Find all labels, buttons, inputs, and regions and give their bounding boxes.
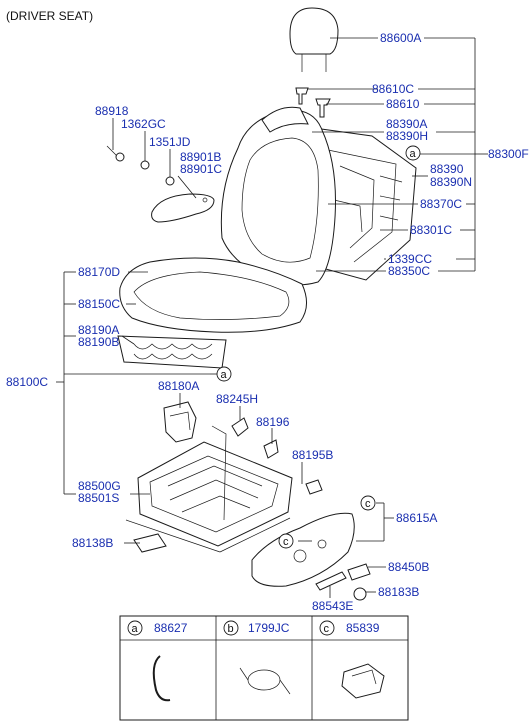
seat-mat-illustration (117, 335, 227, 369)
ref-circle-c-upper: c (360, 495, 376, 511)
retainer-clip-icon (341, 663, 385, 699)
callout-88610C: 88610C (372, 82, 414, 96)
callout-88543E: 88543E (312, 599, 353, 613)
callout-88190A: 88190A (78, 323, 119, 337)
armrest-illustration (151, 193, 215, 223)
part-callouts: 88600A 88610C 88610 88390A 88390H 88300F… (6, 31, 529, 613)
callout-88150C: 88150C (78, 297, 120, 311)
callout-88610: 88610 (386, 97, 420, 111)
legend-cell-a: a 88627 (127, 620, 188, 702)
clip-a-icon (152, 655, 171, 702)
cable-tie-icon (239, 667, 291, 695)
legend-table: a 88627 b 1799JC c 85839 (119, 615, 409, 721)
callout-88390A: 88390A (386, 117, 427, 131)
callout-88500G: 88500G (78, 479, 121, 493)
callout-88350C: 88350C (388, 264, 430, 278)
svg-text:a: a (221, 369, 228, 381)
headrest-guide-illustration (295, 87, 331, 118)
callout-1351JD: 1351JD (149, 135, 191, 149)
callout-88390N: 88390N (430, 175, 472, 189)
callout-88100C: 88100C (6, 375, 48, 389)
callout-88901C: 88901C (180, 162, 222, 176)
legend-part-a: 88627 (154, 621, 188, 635)
callout-88390H: 88390H (386, 129, 428, 143)
callout-88138B: 88138B (72, 536, 113, 550)
side-cover-illustration (251, 512, 355, 587)
callout-88301C: 88301C (410, 223, 452, 237)
leader-lines (56, 37, 488, 598)
callout-88390: 88390 (430, 162, 464, 176)
callout-1362GC: 1362GC (121, 117, 166, 131)
callout-88195B: 88195B (292, 448, 333, 462)
callout-88245H: 88245H (216, 392, 258, 406)
callout-88370C: 88370C (420, 197, 462, 211)
rail-bracket-illustration (133, 533, 167, 553)
ref-circle-c-lower: c (278, 533, 294, 549)
bracket-illustration (163, 401, 323, 495)
seat-track-illustration (125, 425, 293, 553)
legend-cell-c: c 85839 (319, 620, 385, 699)
callout-88190B: 88190B (78, 335, 119, 349)
callout-88300F: 88300F (488, 147, 529, 161)
callout-88918: 88918 (95, 104, 129, 118)
callout-88901B: 88901B (180, 150, 221, 164)
svg-text:b: b (228, 623, 234, 635)
seatback-cushion-illustration (220, 106, 336, 286)
svg-text:c: c (324, 623, 330, 635)
legend-part-c: 85839 (346, 621, 380, 635)
legend-cell-b: b 1799JC (223, 620, 291, 695)
svg-text:c: c (283, 536, 289, 548)
callout-88170D: 88170D (78, 265, 120, 279)
headrest-illustration (289, 7, 339, 72)
svg-text:a: a (132, 623, 139, 635)
callout-88180A: 88180A (158, 379, 199, 393)
svg-text:c: c (365, 498, 371, 510)
legend-part-b: 1799JC (248, 621, 290, 635)
callout-88615A: 88615A (396, 511, 437, 525)
lever-illustration (315, 563, 371, 601)
callout-1339CC: 1339CC (388, 252, 432, 266)
callout-88196: 88196 (256, 415, 290, 429)
diagram-title: (DRIVER SEAT) (6, 9, 93, 23)
svg-text:a: a (410, 148, 417, 160)
callout-88183B: 88183B (378, 585, 419, 599)
callout-88600A: 88600A (380, 31, 421, 45)
callout-88501S: 88501S (78, 491, 119, 505)
ref-circle-a-lower: a (216, 366, 232, 382)
ref-circle-a-upper: a (405, 145, 421, 161)
callout-88450B: 88450B (388, 560, 429, 574)
seat-cushion-illustration (119, 257, 307, 333)
